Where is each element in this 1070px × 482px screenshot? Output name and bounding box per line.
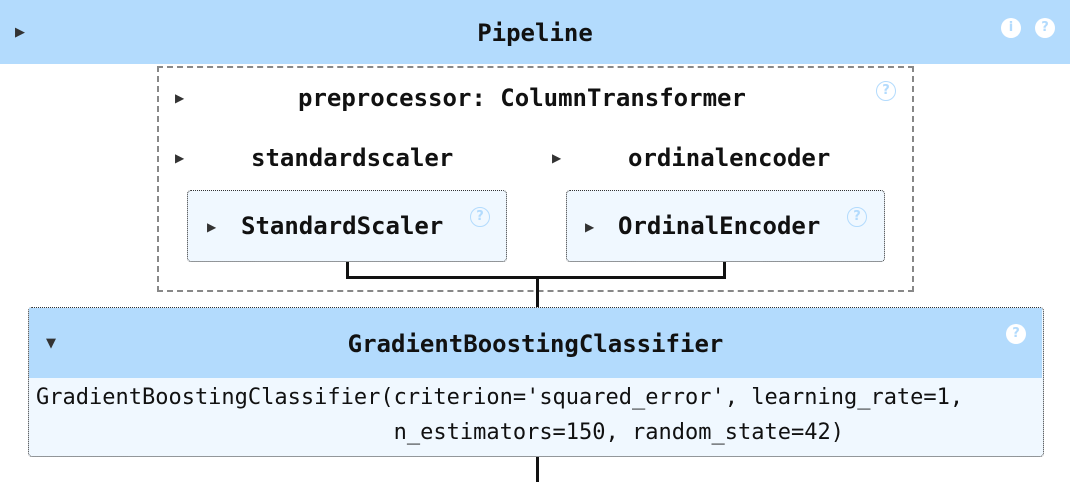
pipeline-title: Pipeline — [477, 19, 593, 47]
preprocessor-toggle-icon[interactable]: ▶ — [175, 91, 185, 105]
standardscaler-label[interactable]: standardscaler — [251, 144, 454, 172]
classifier-params-line-2: n_estimators=150, random_state=42) — [36, 420, 844, 445]
help-icon[interactable]: ? — [1035, 18, 1055, 38]
classifier-help-icon[interactable]: ? — [1006, 324, 1026, 344]
info-icon[interactable]: i — [1001, 18, 1021, 38]
pipeline-header[interactable]: ▶ Pipeline i ? — [0, 0, 1070, 64]
ordinalencoder-box[interactable]: ▶ OrdinalEncoder ? — [566, 190, 885, 262]
connector-left-drop — [346, 262, 349, 278]
ordinalencoder-label-toggle-icon[interactable]: ▶ — [552, 151, 562, 165]
connector-bottom — [536, 457, 539, 482]
connector-right-drop — [723, 262, 726, 278]
classifier-toggle-icon[interactable]: ▼ — [46, 336, 56, 351]
connector-center-down — [536, 276, 539, 308]
standardscaler-box[interactable]: ▶ StandardScaler ? — [187, 190, 507, 262]
classifier-params-line-1: GradientBoostingClassifier(criterion='sq… — [36, 385, 964, 410]
standardscaler-estimator: StandardScaler — [241, 212, 444, 240]
pipeline-toggle-icon[interactable]: ▶ — [15, 25, 25, 40]
ordinalencoder-estimator: OrdinalEncoder — [618, 212, 821, 240]
standardscaler-label-toggle-icon[interactable]: ▶ — [175, 151, 185, 165]
standardscaler-toggle-icon[interactable]: ▶ — [207, 220, 217, 234]
preprocessor-help-icon[interactable]: ? — [876, 81, 896, 101]
ordinalencoder-label[interactable]: ordinalencoder — [628, 144, 831, 172]
classifier-title: GradientBoostingClassifier — [347, 330, 724, 358]
classifier-box[interactable]: ▼ GradientBoostingClassifier ? GradientB… — [28, 307, 1044, 457]
classifier-header[interactable]: ▼ GradientBoostingClassifier ? — [29, 308, 1042, 378]
classifier-params: GradientBoostingClassifier(criterion='sq… — [36, 380, 963, 450]
ordinalencoder-help-icon[interactable]: ? — [847, 207, 867, 227]
ordinalencoder-toggle-icon[interactable]: ▶ — [585, 220, 595, 234]
standardscaler-help-icon[interactable]: ? — [470, 207, 490, 227]
preprocessor-title[interactable]: preprocessor: ColumnTransformer — [298, 84, 746, 112]
